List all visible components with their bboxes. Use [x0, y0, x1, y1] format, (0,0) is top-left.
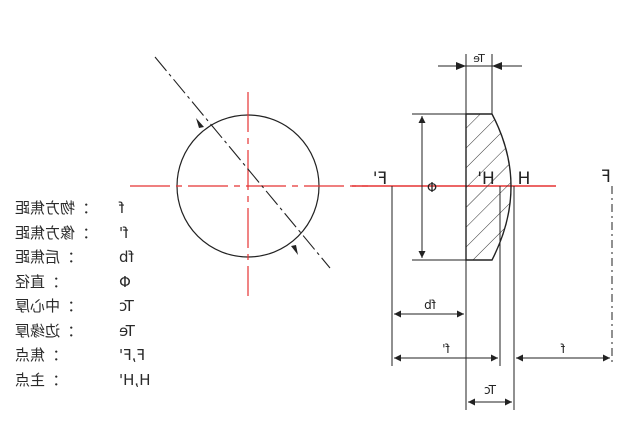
- phi-label: Φ: [427, 181, 437, 196]
- section-cut-line: [154, 56, 331, 269]
- te-arrow-left: [456, 62, 466, 70]
- h-prime-point-label: H': [477, 169, 494, 189]
- f-prime-dim-label: f': [442, 342, 450, 356]
- h-point-label: H: [518, 169, 531, 189]
- section-arrow-top: [196, 118, 204, 128]
- te-label: Te: [473, 52, 486, 65]
- f-dim-label: f: [560, 342, 565, 356]
- lens-outline: [465, 113, 512, 261]
- lens-hatch: [466, 114, 511, 260]
- section-arrow-bottom: [291, 245, 298, 255]
- section-view: Te Φ F' H' H F fb f' f Tc: [352, 52, 613, 410]
- f-point-label: F: [601, 167, 611, 187]
- front-view: [130, 56, 368, 296]
- te-arrow-right: [492, 62, 502, 70]
- f-prime-point-label: F': [373, 169, 387, 189]
- tc-label: Tc: [484, 383, 497, 397]
- fb-label: fb: [424, 298, 436, 312]
